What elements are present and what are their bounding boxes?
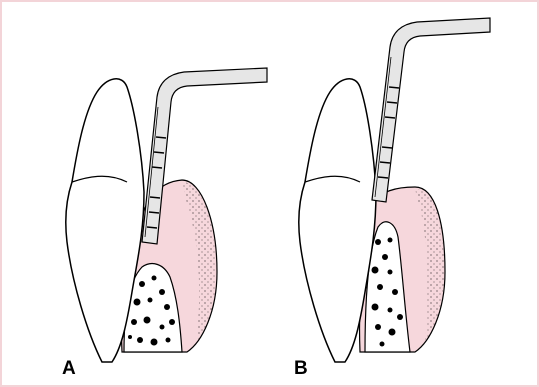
panel-b-illustration	[250, 2, 510, 385]
panel-a-illustration	[12, 2, 272, 385]
panel-label-a: A	[62, 358, 76, 380]
periodontal-probe	[372, 18, 490, 202]
panel-label-b: B	[294, 358, 308, 380]
